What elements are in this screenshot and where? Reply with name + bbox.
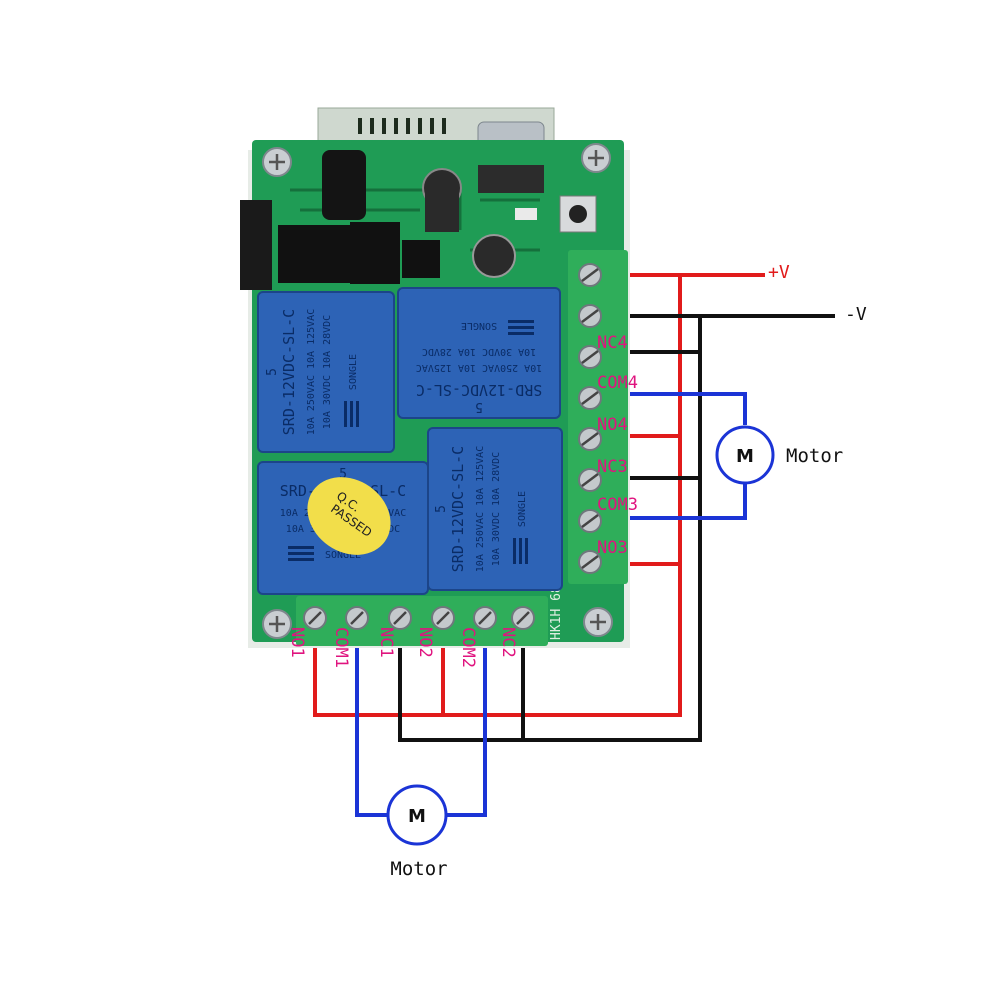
terminal-screw-icon: [473, 606, 497, 630]
terminal-label-com1: COM1: [331, 627, 351, 668]
relay-model: SRD-12VDC-SL-C: [416, 381, 542, 399]
songle-logo-icon: [344, 401, 359, 427]
wire-motor-bottom-com1: [355, 625, 388, 817]
rf-module-pins: [358, 118, 446, 134]
relay: SRD-12VDC-SL-C 10A 250VAC 10A 125VAC 10A 3…: [397, 287, 561, 419]
right-terminal-housing: [568, 250, 628, 584]
terminal-label-com2: COM2: [458, 627, 478, 668]
ic-chip: [278, 225, 350, 283]
wires: [313, 273, 835, 817]
relay-rating: 10A 30VDC 10A 28VDC: [322, 315, 333, 429]
terminal-label-com4: COM4: [597, 373, 638, 393]
ic-chip: [402, 240, 440, 278]
wire-motor-bottom-com2: [446, 625, 487, 817]
relay-rating: 10A 250VAC 10A 125VAC: [475, 446, 486, 572]
terminal-screw-icon: [578, 345, 602, 369]
terminal-screw-icon: [345, 606, 369, 630]
motor-icon: [386, 784, 448, 846]
terminal-label-no1: NO1: [287, 627, 307, 658]
terminal-screw-icon: [578, 468, 602, 492]
wire-motor-right-com3: [590, 483, 747, 520]
screw-icon: [262, 147, 292, 177]
relay-pin: 5: [339, 467, 347, 482]
relay: SRD-12VDC-SL-C 10A 250VAC 10A 125VAC 10A 3…: [257, 291, 395, 453]
relay-brand: SONGLE: [325, 550, 361, 561]
terminal-screw-icon: [303, 606, 327, 630]
terminal-screw-icon: [578, 427, 602, 451]
terminal-screw-icon: [578, 386, 602, 410]
bottom-terminal-block: [296, 596, 548, 646]
capacitor: [425, 188, 459, 232]
qc-sticker: Q.C. PASSED: [307, 477, 391, 555]
capacitor: [472, 234, 516, 278]
motor-bottom: M Motor: [386, 784, 448, 880]
songle-logo-icon: [513, 538, 528, 564]
relay-rating: 10A 250VAC 10A 125VAC: [306, 309, 317, 435]
jumper-header: [240, 200, 272, 290]
wire-motor-right-com4: [590, 392, 747, 425]
supply-negative-label: -V: [845, 304, 867, 325]
terminal-label-nc3: NC3: [597, 457, 628, 477]
terminal-screw-icon: [388, 606, 412, 630]
terminal-screw-icon: [511, 606, 535, 630]
relay-model: SRD-12VDC-SL-C: [449, 446, 467, 572]
right-terminal-block: [568, 250, 628, 584]
terminal-label-com3: COM3: [597, 495, 638, 515]
terminal-label-nc4: NC4: [597, 333, 628, 353]
motor-symbol: M: [736, 446, 754, 467]
terminal-label-no4: NO4: [597, 415, 628, 435]
relay-pin: 5: [265, 368, 280, 376]
motor-label: Motor: [786, 445, 843, 467]
terminal-block-small: [478, 165, 544, 193]
terminal-label-nc1: NC1: [376, 627, 396, 658]
relay-rating: 10A 30VDC 10A 28VDC: [491, 452, 502, 566]
wire-negative-bus: [398, 316, 702, 742]
mounting-screws: [262, 143, 613, 639]
terminal-label-no2: NO2: [415, 627, 435, 658]
ic-chip: [350, 222, 400, 284]
motor-right: M Motor: [715, 425, 843, 485]
songle-logo-icon: [288, 546, 314, 561]
terminal-screw-icon: [578, 509, 602, 533]
terminal-screw-icon: [578, 550, 602, 574]
learn-button-cap: [569, 205, 587, 223]
relay-rating: 10A 250VAC 10A 125VAC: [416, 362, 542, 373]
screw-icon: [581, 143, 611, 173]
motor-icon: [715, 425, 775, 485]
components: [240, 150, 597, 290]
screw-icon: [583, 607, 613, 637]
inductor: [322, 150, 366, 220]
relay: SRD-12VDC-SL-C 10A 250VAC 10A 125VAC 10A 3…: [427, 427, 563, 591]
motor-symbol: M: [408, 806, 426, 827]
songle-logo-icon: [508, 320, 534, 335]
relay-rating: 10A 30VDC 10A 28VDC: [422, 346, 536, 357]
relay-pin: 5: [475, 399, 483, 414]
relay-brand: SONGLE: [461, 320, 497, 331]
motor-label: Motor: [390, 858, 447, 880]
relay-model: SRD-12VDC-SL-C: [280, 309, 298, 435]
terminal-screw-icon: [431, 606, 455, 630]
relay-pin: 5: [434, 505, 449, 513]
terminal-screw-icon: [578, 263, 602, 287]
screw-icon: [262, 609, 292, 639]
led: [515, 208, 537, 220]
terminal-screw-icon: [578, 304, 602, 328]
bottom-terminal-labels: NO1 COM1 NC1 NO2 COM2 NC2: [287, 627, 518, 668]
wire-positive-bus: [313, 275, 682, 717]
supply-positive-label: +V: [768, 262, 790, 283]
relay-brand: SONGLE: [348, 354, 359, 390]
terminal-label-no3: NO3: [597, 538, 628, 558]
relay-brand: SONGLE: [517, 491, 528, 527]
terminal-label-nc2: NC2: [498, 627, 518, 658]
